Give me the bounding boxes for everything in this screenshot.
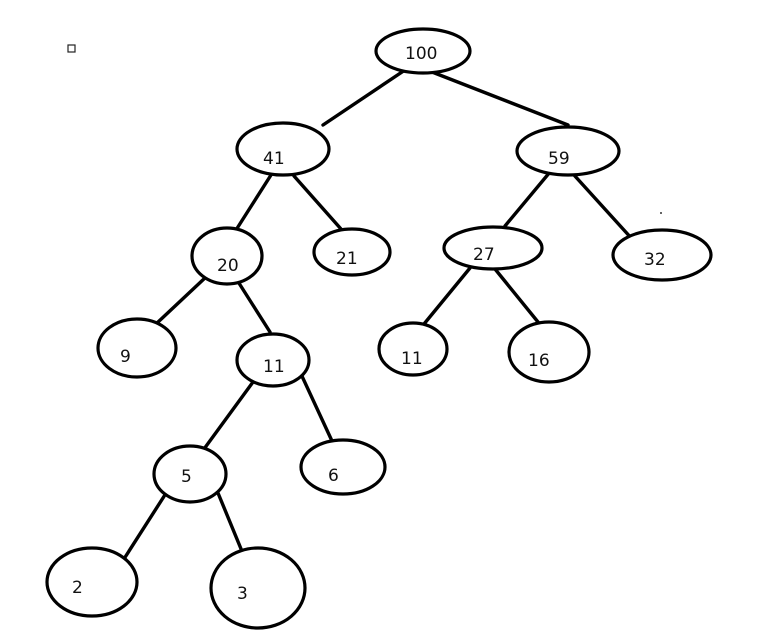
edge-n11a-n6	[299, 372, 334, 443]
edge-n100-n59	[430, 70, 570, 127]
node-label: 11	[263, 357, 285, 377]
edge-n20-n9	[155, 275, 208, 325]
edge-n20-n11a	[235, 278, 272, 334]
node-label: 3	[237, 584, 248, 604]
tree-node-n9: 9	[96, 317, 178, 379]
node-ellipse	[45, 546, 139, 618]
small-square-marker	[67, 44, 76, 53]
node-label: 11	[401, 349, 423, 369]
node-label: 27	[473, 245, 495, 265]
tree-node-n5: 5	[152, 444, 228, 504]
node-ellipse	[235, 332, 311, 388]
node-ellipse	[312, 227, 392, 277]
edge-n27-n11b	[422, 266, 472, 326]
edge-n11a-n5	[202, 380, 255, 451]
node-ellipse	[209, 546, 307, 630]
node-label: 16	[528, 351, 550, 371]
tree-node-n16: 16	[507, 320, 591, 384]
tree-node-n11b: 11	[377, 321, 449, 377]
node-label: 9	[120, 347, 131, 367]
edge-n41-n20	[234, 173, 273, 232]
node-label: 100	[405, 44, 437, 64]
edge-n27-n16	[493, 267, 540, 324]
node-ellipse	[152, 444, 228, 504]
node-ellipse	[515, 125, 621, 177]
tree-node-n41: 41	[235, 121, 331, 177]
tree-node-n27: 27	[442, 225, 544, 271]
node-ellipse	[299, 438, 387, 496]
node-ellipse	[374, 27, 472, 75]
tree-node-n59: 59	[515, 125, 621, 177]
node-ellipse	[190, 226, 264, 286]
edge-n100-n41	[321, 66, 410, 127]
tree-node-n32: 32	[611, 228, 713, 282]
node-ellipse	[442, 225, 544, 271]
node-label: 6	[328, 466, 339, 486]
tree-node-n6: 6	[299, 438, 387, 496]
nodes-layer: 100 41 59 20 21 27 32 9 11 11 16 5 6 2 3	[45, 27, 713, 630]
node-label: 41	[263, 149, 285, 169]
stray-dot	[660, 212, 662, 214]
node-ellipse	[96, 317, 178, 379]
tree-node-n11a: 11	[235, 332, 311, 388]
node-ellipse	[235, 121, 331, 177]
edge-n59-n27	[503, 170, 552, 228]
node-ellipse	[611, 228, 713, 282]
tree-node-n21: 21	[312, 227, 392, 277]
node-label: 59	[548, 149, 570, 169]
node-label: 5	[181, 467, 192, 487]
edge-n41-n21	[292, 174, 343, 231]
tree-node-n3: 3	[209, 546, 307, 630]
node-ellipse	[507, 320, 591, 384]
tree-node-n2: 2	[45, 546, 139, 618]
edge-n59-n32	[572, 173, 635, 242]
node-label: 20	[217, 256, 239, 276]
tree-node-n100: 100	[374, 27, 472, 75]
edge-n5-n2	[120, 485, 172, 564]
node-label: 2	[72, 578, 83, 598]
node-ellipse	[377, 321, 449, 377]
node-label: 32	[644, 250, 666, 270]
node-label: 21	[336, 249, 358, 269]
tree-node-n20: 20	[190, 226, 264, 286]
